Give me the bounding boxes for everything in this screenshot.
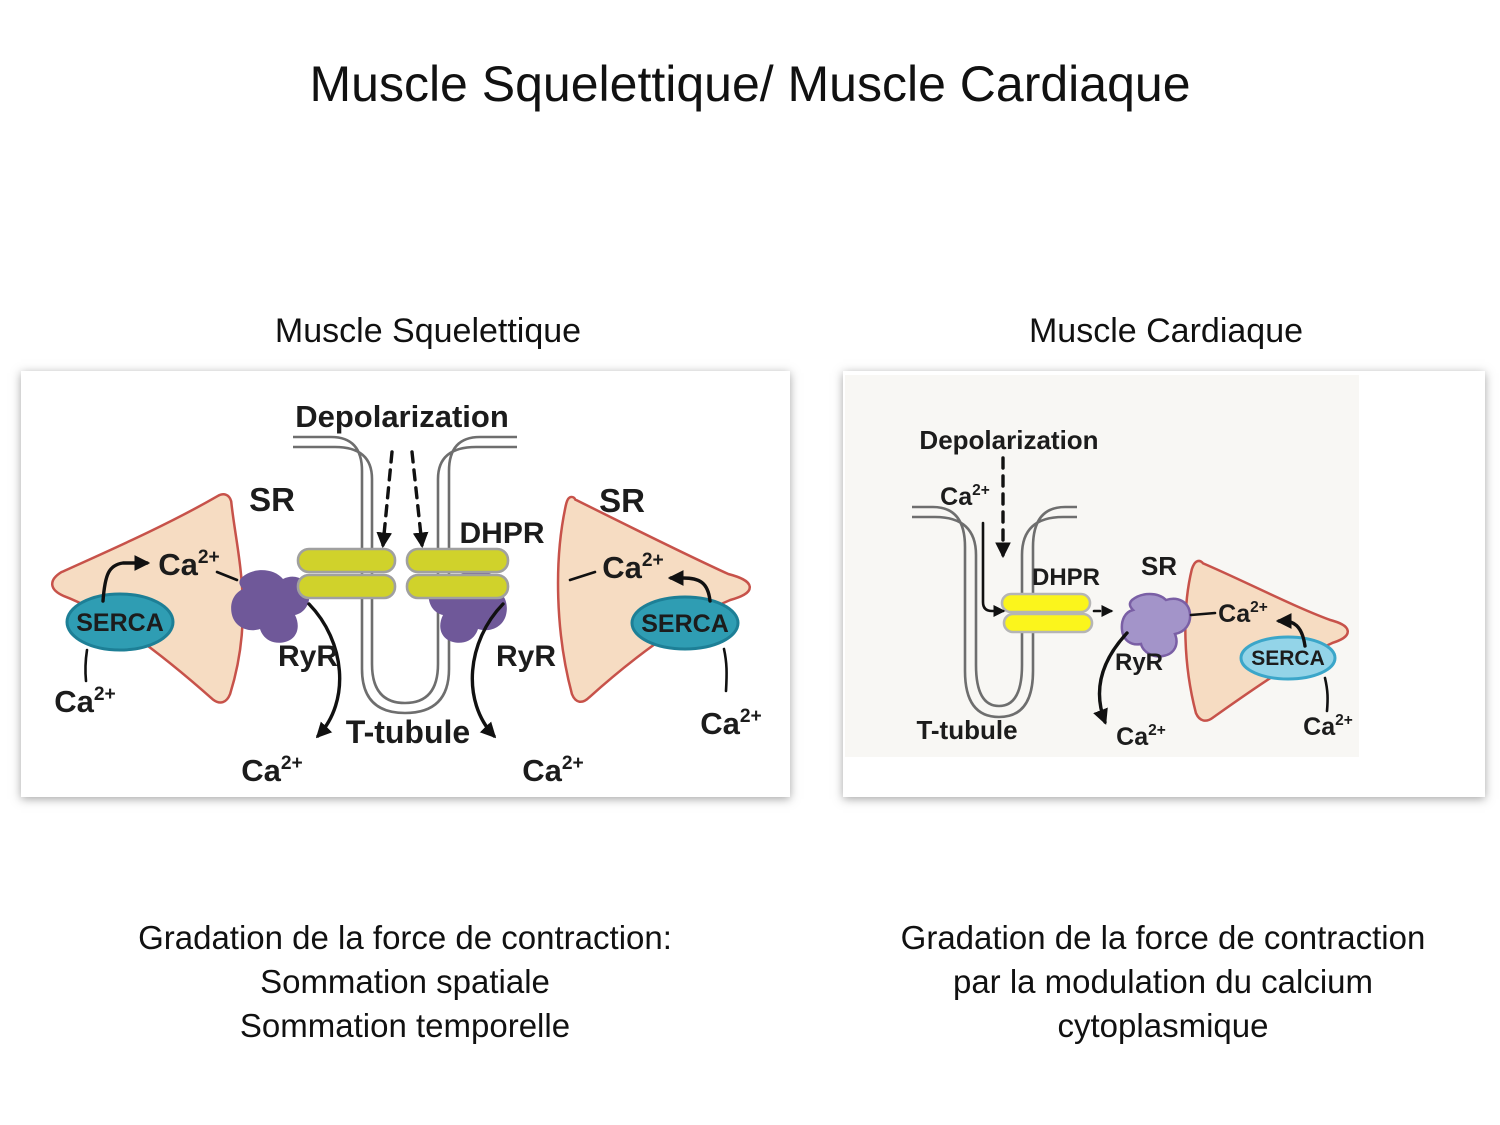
- skeletal-muscle-diagram: Depolarization SR SR DHPR RyR RyR T-tubu…: [21, 371, 790, 797]
- ca-uptake-line: [1323, 676, 1329, 713]
- sr-right-shape-inner: [559, 498, 749, 701]
- depolarization-arrow: [410, 450, 429, 549]
- cardiac-muscle-diagram: Depolarization Ca2+ DHPR SR Ca2+ RyR SER…: [843, 371, 1485, 797]
- caption-line: Gradation de la force de contraction: [900, 919, 1426, 956]
- dhpr-channel: [1002, 612, 1094, 634]
- ca-label-sr: Ca2+: [1218, 599, 1268, 628]
- dhpr-channel: [405, 573, 510, 600]
- ca-uptake-line-right: [722, 647, 728, 693]
- ca-label-released: Ca2+: [1116, 722, 1166, 751]
- caption-line: Sommation temporelle: [239, 1007, 571, 1044]
- depolarization-label: Depolarization: [919, 425, 1098, 455]
- diagram-image-background: [845, 375, 1359, 757]
- serca-right-label: SERCA: [641, 610, 729, 638]
- ryr-release-arrow: [1093, 631, 1129, 725]
- right-diagram-heading: Muscle Cardiaque: [1028, 312, 1304, 350]
- ca-label-bottom-right: Ca2+: [1303, 712, 1353, 741]
- ca-label-bottom-left-outer: Ca2+: [54, 684, 116, 719]
- ca-label-sr-right: Ca2+: [602, 550, 664, 585]
- caption-line: par la modulation du calcium: [952, 963, 1374, 1000]
- ca-label-sr-left: Ca2+: [158, 547, 220, 582]
- ca-label-bottom-right-outer: Ca2+: [700, 706, 762, 741]
- serca-label: SERCA: [1251, 647, 1325, 670]
- sr-left-label: SR: [249, 481, 295, 518]
- ryr-left-shape: [231, 570, 310, 643]
- right-caption: Gradation de la force de contraction par…: [813, 916, 1500, 1048]
- caption-line: Sommation spatiale: [260, 963, 550, 1000]
- ca-label-released-left: Ca2+: [241, 753, 303, 788]
- serca-left-label: SERCA: [76, 609, 164, 637]
- serca-to-ca-arrow-right: [667, 570, 712, 603]
- sr-label: SR: [1141, 551, 1177, 581]
- left-diagram-heading: Muscle Squelettique: [274, 312, 582, 350]
- t-tubule-membrane-inner: [293, 445, 517, 705]
- left-caption: Gradation de la force de contraction: So…: [55, 916, 755, 1048]
- cardiac-muscle-svg: Depolarization Ca2+ DHPR SR Ca2+ RyR SER…: [845, 375, 1359, 757]
- page-title: Muscle Squelettique/ Muscle Cardiaque: [309, 56, 1191, 112]
- serca-to-ca-arrow-left: [101, 555, 151, 603]
- ca-ryr-connector: [1189, 611, 1217, 617]
- dhpr-channel: [296, 573, 397, 600]
- ca-label-released-right: Ca2+: [522, 753, 584, 788]
- ryr-release-arrow-right: [470, 602, 505, 739]
- serca-pump: [1239, 635, 1337, 681]
- serca-right-pump: [630, 595, 740, 651]
- serca-to-ca-arrow: [1275, 613, 1307, 648]
- dhpr-channel: [405, 547, 510, 574]
- serca-left-pump: [65, 592, 175, 652]
- dhpr-label: DHPR: [459, 517, 544, 550]
- ca-ryr-connector-left: [215, 570, 239, 582]
- t-tubule-membrane-inner: [912, 515, 1077, 708]
- ca-entry-arrow: [981, 521, 1006, 617]
- ryr-label: RyR: [1115, 649, 1163, 676]
- ryr-left-label: RyR: [278, 640, 338, 673]
- ryr-release-arrow-left: [307, 602, 342, 739]
- ryr-shape: [1120, 592, 1192, 658]
- depolarization-label: Depolarization: [295, 399, 509, 434]
- t-tubule-label: T-tubule: [346, 714, 470, 750]
- dhpr-channel: [296, 547, 397, 574]
- ca-ryr-connector-right: [568, 570, 597, 582]
- skeletal-muscle-svg: Depolarization SR SR DHPR RyR RyR T-tubu…: [51, 399, 762, 788]
- ca-label-top: Ca2+: [940, 482, 990, 511]
- t-tubule-membrane-outer: [293, 435, 517, 715]
- dhpr-channel: [1000, 592, 1092, 614]
- dhpr-label: DHPR: [1032, 564, 1100, 591]
- caption-line: Gradation de la force de contraction:: [138, 919, 672, 956]
- ryr-right-label: RyR: [496, 640, 556, 673]
- caption-line: cytoplasmique: [1057, 1007, 1269, 1044]
- ca-uptake-line-left: [84, 648, 89, 683]
- t-tubule-label: T-tubule: [916, 715, 1017, 745]
- depolarization-arrow: [376, 450, 394, 549]
- sr-right-label: SR: [599, 482, 645, 519]
